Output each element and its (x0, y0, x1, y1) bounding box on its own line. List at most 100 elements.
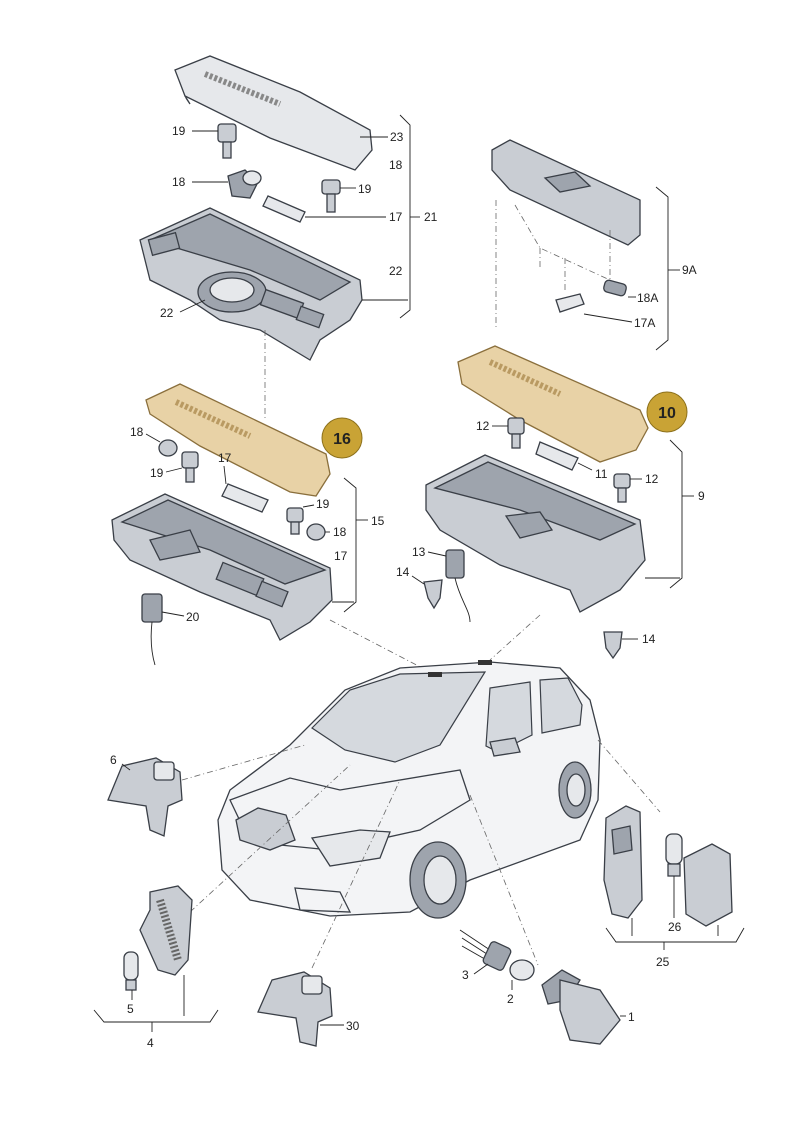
callout-12-left: 12 (476, 419, 490, 433)
bulb-holder-18-top[interactable] (227, 169, 262, 199)
lens-cover-16-highlighted[interactable] (145, 383, 331, 497)
side-mirror (489, 737, 521, 757)
connector-13[interactable] (445, 549, 471, 623)
callout-14-left: 14 (396, 565, 410, 579)
bulb-holder-19-mid[interactable] (286, 507, 304, 535)
callout-18A: 18A (637, 291, 658, 305)
callout-18-right: 18 (389, 158, 403, 172)
vehicle-illustration (217, 660, 601, 919)
light-housing-9[interactable] (425, 454, 646, 613)
leader-14-left (411, 575, 425, 585)
side-marker-light-1[interactable] (541, 969, 621, 1045)
callout-1: 1 (628, 1010, 635, 1024)
bracket-25 (605, 927, 745, 943)
bulb-26[interactable] (665, 833, 683, 877)
badge-10: 10 (646, 391, 688, 433)
callout-4: 4 (147, 1036, 154, 1050)
callout-2: 2 (507, 992, 514, 1006)
relay-box[interactable] (683, 843, 733, 927)
clip-14-left[interactable] (423, 579, 443, 610)
callout-17-lower: 17 (334, 549, 348, 563)
callout-15: 15 (371, 514, 385, 528)
light-housing-15[interactable] (111, 493, 333, 641)
callout-5: 5 (127, 1002, 134, 1016)
axis-line-4 (189, 764, 351, 913)
connector-20[interactable] (141, 593, 163, 666)
roof-light-front (428, 672, 442, 677)
bulb-holder-12-right[interactable] (613, 473, 631, 503)
callout-17-top: 17 (389, 210, 403, 224)
leader-11 (577, 462, 593, 471)
badge-10-label: 10 (658, 405, 676, 422)
light-housing-22[interactable] (139, 207, 363, 361)
leader-22-left (179, 299, 206, 313)
callout-12-right: 12 (645, 472, 659, 486)
axis-line-6 (181, 744, 306, 781)
leader-17A (583, 313, 633, 323)
bulb-socket-3[interactable] (459, 929, 512, 972)
callout-13: 13 (412, 545, 426, 559)
leader-20 (161, 611, 185, 617)
leader-18-left (145, 433, 161, 443)
callout-22-right: 22 (389, 264, 403, 278)
bracket-9A (655, 186, 669, 351)
bulb-holder-12-left[interactable] (507, 417, 525, 449)
car-headlight (310, 829, 391, 867)
festoon-bulb-17A[interactable] (555, 293, 585, 313)
axis-lines-9A (514, 204, 611, 290)
callout-18-left: 18 (130, 425, 144, 439)
leader-19-mid (302, 504, 315, 508)
bracket-4 (93, 1009, 219, 1023)
festoon-bulb-17-top[interactable] (262, 195, 306, 223)
bulb-holder-19-left[interactable] (181, 451, 199, 483)
axis-line-25 (597, 739, 661, 813)
leader-19-left (165, 467, 183, 473)
switch-module-6[interactable] (107, 757, 183, 837)
relay-holder-25[interactable] (603, 805, 643, 919)
festoon-bulb-11[interactable] (535, 441, 579, 471)
festoon-bulb-17-mid[interactable] (221, 483, 269, 513)
callout-23: 23 (390, 130, 404, 144)
leader-13 (427, 551, 447, 557)
clip-14-right[interactable] (603, 631, 623, 660)
bracket-15 (343, 477, 357, 613)
lens-cover-10-highlighted[interactable] (457, 345, 649, 463)
leader-6 (121, 763, 131, 771)
cover-plate-23[interactable] (174, 55, 373, 171)
bracket-21 (399, 114, 411, 319)
callout-14-right: 14 (642, 632, 656, 646)
bulb-2[interactable] (509, 959, 535, 981)
bulb-holder-19-top[interactable] (217, 123, 237, 159)
callout-19-mid: 19 (316, 497, 330, 511)
callout-18-mid: 18 (333, 525, 347, 539)
switch-cover-9A[interactable] (491, 139, 641, 246)
car-grille (235, 807, 296, 851)
switch-module-30[interactable] (257, 971, 333, 1047)
callout-19-left: 19 (150, 466, 164, 480)
bulb-5[interactable] (123, 951, 139, 991)
callout-17-mid: 17 (218, 451, 232, 465)
bulb-holder-18-left[interactable] (158, 439, 178, 457)
callout-25: 25 (656, 955, 670, 969)
axis-line-30 (311, 779, 401, 969)
callout-20: 20 (186, 610, 200, 624)
callout-19-right: 19 (358, 182, 372, 196)
bulb-holder-18-mid[interactable] (306, 523, 326, 541)
callout-6: 6 (110, 753, 117, 767)
lamp-module-4[interactable] (139, 885, 193, 976)
callout-19-top: 19 (172, 124, 186, 138)
axis-line-9-car (489, 614, 541, 661)
callout-22-left: 22 (160, 306, 174, 320)
callout-26: 26 (668, 920, 682, 934)
badge-16-label: 16 (333, 431, 351, 448)
leader-17-mid (223, 465, 227, 485)
callout-21: 21 (424, 210, 438, 224)
roof-light-rear (478, 660, 492, 665)
callout-17A: 17A (634, 316, 655, 330)
callout-9A: 9A (682, 263, 697, 277)
callout-30: 30 (346, 1019, 360, 1033)
bulb-18A[interactable] (603, 279, 627, 297)
bulb-holder-19-right[interactable] (321, 179, 341, 213)
bracket-9 (669, 439, 683, 589)
